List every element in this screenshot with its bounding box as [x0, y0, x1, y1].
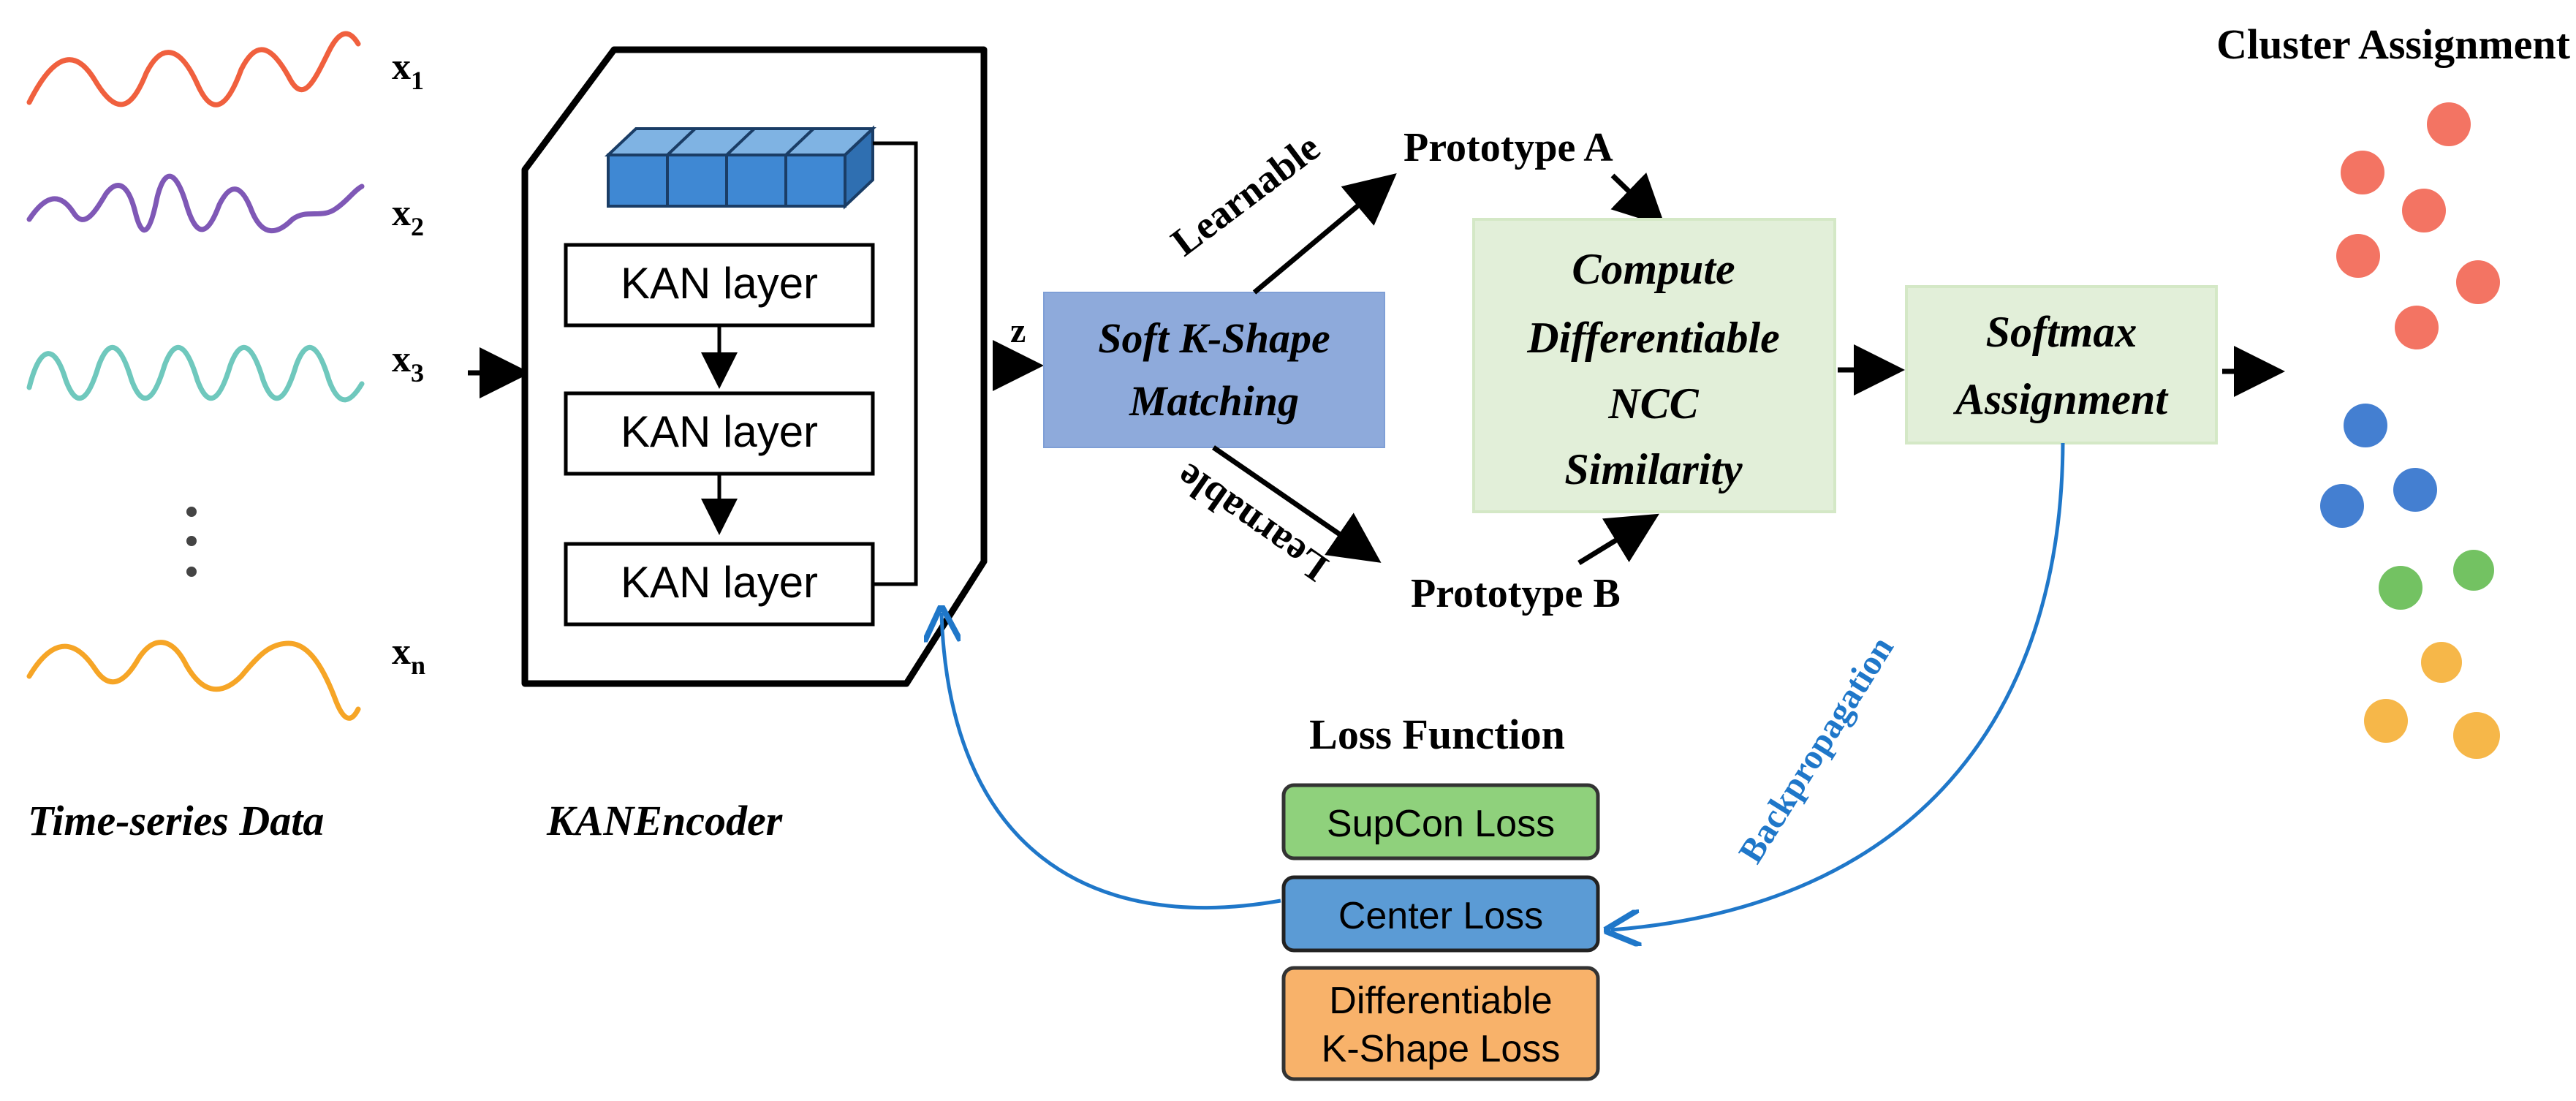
- learnable-label-top: Learnable: [1163, 125, 1327, 265]
- arrow-prototype-b-to-similarity: [1577, 513, 1659, 565]
- ncc-similarity-line-4: Similarity: [1564, 445, 1743, 493]
- cluster-point-blue: [2393, 468, 2437, 512]
- encoder-frame: [521, 46, 988, 687]
- kan-layer-1: [564, 243, 875, 328]
- cluster-point-red: [2402, 189, 2446, 232]
- loss-to-encoder-arrow: [942, 613, 1281, 910]
- ncc-similarity-line-3: NCC: [1607, 379, 1699, 428]
- softmax-line-1: Softmax: [1986, 308, 2137, 356]
- series-label-xn: xn: [392, 631, 425, 680]
- ncc-similarity-box: [1472, 218, 1836, 513]
- cluster-point-blue: [2344, 404, 2387, 447]
- series-label-x2: x2: [392, 192, 424, 241]
- cluster-point-red: [2341, 151, 2384, 194]
- series-x2-wave: [26, 173, 365, 234]
- cluster-point-red: [2456, 260, 2500, 304]
- cluster-point-green: [2379, 566, 2422, 610]
- series-label-x1: x1: [392, 46, 424, 95]
- ellipsis-dot: [186, 536, 197, 546]
- latent-z-label: z: [1010, 311, 1026, 350]
- cluster-point-orange: [2453, 712, 2500, 759]
- kan-layer-2-label: KAN layer: [621, 407, 818, 456]
- soft-kshape-matching-box: [1043, 292, 1385, 448]
- encoder-feature-block: [604, 125, 877, 210]
- prototype-b-label: Prototype B: [1411, 571, 1621, 616]
- cluster-point-orange: [2364, 699, 2408, 743]
- time-series-group: x1 x2 x3 xn Time-series Data: [26, 31, 425, 844]
- encoder-skip-connection: [873, 141, 918, 586]
- cluster-point-red: [2427, 102, 2471, 146]
- soft-kshape-matching-line-2: Matching: [1129, 377, 1299, 425]
- center-loss-label: Center Loss: [1338, 895, 1543, 937]
- encoder-group: KAN layer KAN layer KAN layer KANEncoder: [521, 46, 988, 844]
- loss-group: Loss Function SupCon Loss Center Loss Di…: [1281, 711, 1600, 1081]
- arrow-matching-to-prototype-a: [1252, 173, 1397, 295]
- kshape-loss-box: [1281, 966, 1600, 1081]
- softmax-group: Softmax Assignment: [1905, 285, 2218, 444]
- cluster-point-orange: [2421, 642, 2462, 683]
- cluster-point-red: [2395, 306, 2439, 349]
- cluster-group: Cluster Assignment: [2216, 20, 2571, 759]
- supcon-loss-box: [1281, 783, 1600, 860]
- supcon-loss-label: SupCon Loss: [1327, 803, 1555, 845]
- encoder-caption: KANEncoder: [546, 797, 783, 844]
- time-series-caption: Time-series Data: [28, 797, 324, 844]
- prototype-a-label: Prototype A: [1403, 125, 1613, 170]
- series-xn-wave: [26, 640, 361, 721]
- backpropagation-arrow: [1611, 442, 2065, 930]
- series-x1-wave: [26, 31, 361, 107]
- ncc-similarity-line-2: Differentiable: [1526, 314, 1780, 362]
- arrow-prototype-a-to-similarity: [1610, 172, 1666, 227]
- cluster-point-red: [2336, 234, 2380, 278]
- similarity-group: Compute Differentiable NCC Similarity: [1472, 218, 1836, 513]
- kan-layer-3: [564, 542, 875, 627]
- cluster-point-blue: [2320, 484, 2364, 528]
- ncc-similarity-line-1: Compute: [1572, 245, 1735, 293]
- kan-layer-3-label: KAN layer: [621, 558, 818, 607]
- kshape-loss-label-line-1: Differentiable: [1329, 980, 1552, 1022]
- softmax-line-2: Assignment: [1952, 375, 2169, 423]
- series-x3-wave: [26, 345, 365, 403]
- kshape-loss-label-line-2: K-Shape Loss: [1322, 1028, 1561, 1070]
- cluster-assignment-title: Cluster Assignment: [2216, 20, 2571, 68]
- loss-function-title: Loss Function: [1309, 711, 1565, 758]
- ellipsis-dot: [186, 507, 197, 517]
- arrow-matching-to-prototype-b: [1212, 445, 1382, 563]
- kan-layer-2: [564, 391, 875, 476]
- backpropagation-label: Backpropagation: [1731, 630, 1901, 870]
- soft-kshape-matching-line-1: Soft K-Shape: [1098, 314, 1330, 362]
- ellipsis-dot: [186, 567, 197, 577]
- cluster-point-green: [2453, 550, 2494, 591]
- center-loss-box: [1281, 875, 1600, 953]
- series-label-x3: x3: [392, 338, 424, 387]
- kan-layer-1-label: KAN layer: [621, 259, 818, 308]
